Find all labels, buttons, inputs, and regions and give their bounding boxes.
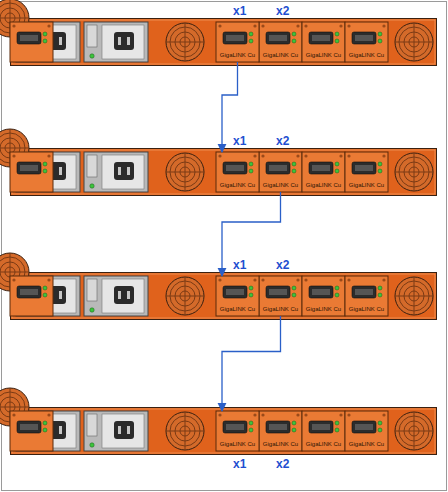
- module-name: GigaLINK Cu: [259, 306, 302, 313]
- port-module: x1GigaLINK Cu: [216, 276, 259, 316]
- port-module: x2GigaLINK Cu: [259, 22, 302, 62]
- module-name: GigaLINK Cu: [216, 306, 259, 313]
- module-name: GigaLINK Cu: [345, 182, 388, 189]
- module-name: GigaLINK Cu: [302, 441, 345, 448]
- port-label: x2: [275, 258, 290, 272]
- module-name: GigaLINK Cu: [302, 306, 345, 313]
- port-module: GigaLINK Cu: [345, 152, 388, 192]
- port-module: GigaLINK Cu: [302, 152, 345, 192]
- port-module: GigaLINK Cu: [345, 411, 388, 451]
- port-label: x2: [275, 4, 290, 18]
- port-module: x2GigaLINK Cu: [259, 276, 302, 316]
- port-module: GigaLINK Cu: [302, 411, 345, 451]
- port-module: GigaLINK Cu: [345, 276, 388, 316]
- port-label: x1: [232, 258, 247, 272]
- module-name: GigaLINK Cu: [259, 441, 302, 448]
- port-module: x2GigaLINK Cu: [259, 411, 302, 451]
- port-module: x1GigaLINK Cu: [216, 22, 259, 62]
- module-name: GigaLINK Cu: [259, 182, 302, 189]
- module-name: GigaLINK Cu: [345, 52, 388, 59]
- port-module: x2GigaLINK Cu: [259, 152, 302, 192]
- port-module: x1GigaLINK Cu: [216, 152, 259, 192]
- port-module: GigaLINK Cu: [302, 22, 345, 62]
- module-name: GigaLINK Cu: [302, 52, 345, 59]
- module-name: GigaLINK Cu: [302, 182, 345, 189]
- port-module: GigaLINK Cu: [345, 22, 388, 62]
- module-name: GigaLINK Cu: [216, 182, 259, 189]
- stack-cable: [222, 192, 281, 276]
- port-module: GigaLINK Cu: [302, 276, 345, 316]
- module-name: GigaLINK Cu: [216, 52, 259, 59]
- module-name: GigaLINK Cu: [259, 52, 302, 59]
- port-label: x2: [275, 134, 290, 148]
- port-label: x1: [232, 134, 247, 148]
- port-label: x1: [232, 457, 247, 471]
- module-name: GigaLINK Cu: [345, 306, 388, 313]
- module-name: GigaLINK Cu: [216, 441, 259, 448]
- module-name: GigaLINK Cu: [345, 441, 388, 448]
- port-module: x1GigaLINK Cu: [216, 411, 259, 451]
- port-label: x1: [232, 4, 247, 18]
- port-label: x2: [275, 457, 290, 471]
- stack-cable: [222, 316, 281, 411]
